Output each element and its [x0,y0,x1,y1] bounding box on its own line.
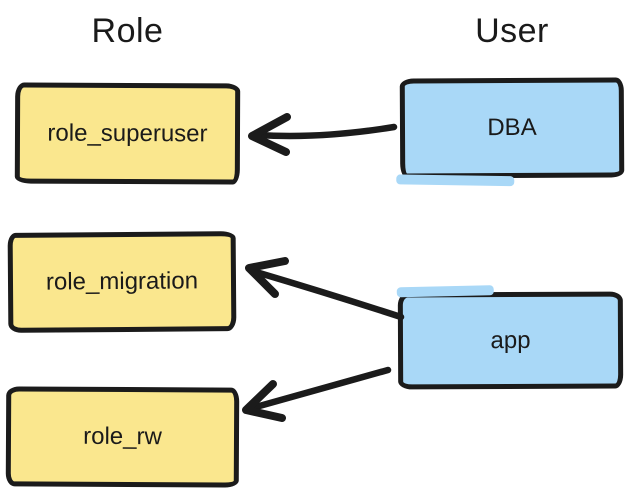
node-role-superuser-label: role_superuser [47,119,208,147]
arrow-dba-to-role-superuser [248,113,398,156]
node-app: app [397,291,624,390]
node-role-rw-label: role_rw [83,422,162,451]
node-dba: DBA [399,77,625,179]
node-app-label: app [490,326,531,354]
node-role-migration: role_migration [7,231,237,333]
column-title-user: User [475,12,549,50]
node-dba-label: DBA [487,113,537,142]
node-role-superuser: role_superuser [14,82,241,185]
node-role-migration-label: role_migration [45,267,199,296]
node-role-rw: role_rw [5,386,240,488]
column-title-role: Role [91,12,164,50]
arrow-app-to-role-rw [242,366,392,422]
arrow-app-to-role-migration [245,257,405,321]
